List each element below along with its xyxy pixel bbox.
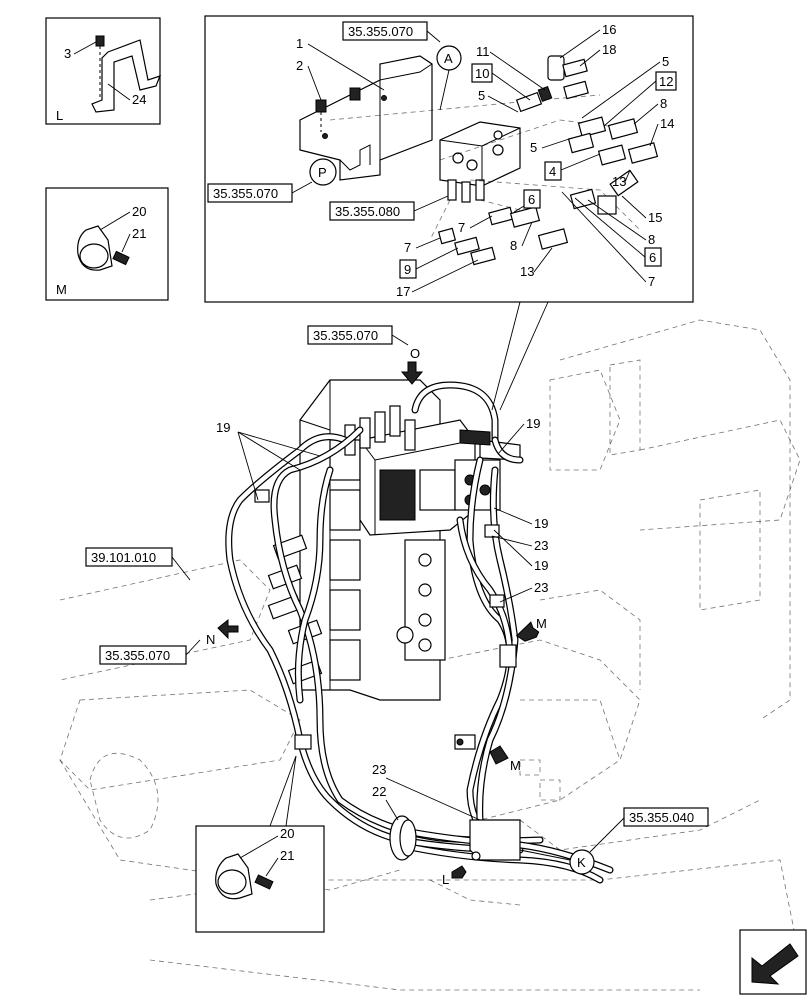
bolt-21-lower-icon (254, 874, 274, 890)
detail-box-manifold: 35.355.070 A 35.355.070 P 35.355.080 1 2… (204, 15, 694, 303)
num-12: 12 (659, 74, 673, 89)
bracket-24-icon (91, 39, 162, 113)
num-23a: 23 (534, 538, 548, 553)
ref-o-label: 35.355.070 (313, 328, 378, 343)
num-5b: 5 (662, 54, 669, 69)
num-19b: 19 (526, 416, 540, 431)
ref-080-label: 35.355.080 (335, 204, 400, 219)
view-p-letter: P (318, 165, 327, 180)
view-k-marker (569, 849, 595, 875)
num-5a: 5 (478, 88, 485, 103)
num-13a: 13 (612, 174, 626, 189)
num-17: 17 (396, 284, 410, 299)
num-19d: 19 (534, 558, 548, 573)
orientation-arrow-icon (739, 929, 807, 995)
num-23c: 23 (372, 762, 386, 777)
num-6a: 6 (528, 192, 535, 207)
num-16: 16 (602, 22, 616, 37)
view-l-arrow (451, 865, 467, 879)
num-19a: 19 (216, 420, 230, 435)
detail-leader-2 (499, 301, 549, 411)
inset-l-num-24: 24 (132, 92, 146, 107)
num-6a-box (523, 189, 541, 209)
view-m2-letter: M (510, 758, 521, 773)
view-p-marker (309, 158, 337, 186)
num-20-lower: 20 (280, 826, 294, 841)
num-4-box (544, 161, 562, 181)
inset-l: 3 24 L (45, 17, 162, 125)
num-9: 9 (404, 262, 411, 277)
view-m2-arrow (489, 745, 509, 765)
num-8a: 8 (660, 96, 667, 111)
num-7c: 7 (648, 274, 655, 289)
num-2: 2 (296, 58, 303, 73)
fittings-bottom (437, 206, 569, 266)
num-23b: 23 (534, 580, 548, 595)
num-7b: 7 (404, 240, 411, 255)
num-22: 22 (372, 784, 386, 799)
num-8c: 8 (510, 238, 517, 253)
inset-m-num-20: 20 (132, 204, 146, 219)
view-n-letter: N (206, 632, 215, 647)
num-8b: 8 (648, 232, 655, 247)
ref-box-k (623, 807, 709, 827)
ref-n-label: 35.355.070 (105, 648, 170, 663)
num-11: 11 (476, 44, 490, 59)
bracket-23 (469, 819, 521, 861)
clamp-left-low (294, 734, 312, 750)
num-19c: 19 (534, 516, 548, 531)
main-labels: 35.355.070 O 39.101.010 35.355.070 N 35.… (85, 325, 709, 887)
ref-a-label: 35.355.070 (348, 24, 413, 39)
num-6b: 6 (649, 250, 656, 265)
ref-k-label: 35.355.040 (629, 810, 694, 825)
view-n-arrow (217, 618, 239, 640)
inset-m-num-21: 21 (132, 226, 146, 241)
view-o-arrow (400, 361, 424, 385)
view-m1-arrow (515, 621, 540, 642)
inset-m-letter: M (56, 282, 67, 297)
num-5c: 5 (530, 140, 537, 155)
num-13b: 13 (520, 264, 534, 279)
num-21-lower: 21 (280, 848, 294, 863)
inset-l-letter: L (56, 108, 63, 123)
view-a-letter: A (444, 51, 453, 66)
num-7a: 7 (458, 220, 465, 235)
view-m1-letter: M (536, 616, 547, 631)
view-k-letter: K (577, 855, 586, 870)
bolt-2 (315, 99, 327, 113)
inset-l-num-3: 3 (64, 46, 71, 61)
bolt-21-icon (112, 250, 130, 266)
num-10: 10 (475, 66, 489, 81)
view-l-letter: L (442, 872, 449, 887)
mounting-bracket-1 (299, 55, 433, 181)
num-4: 4 (549, 164, 556, 179)
inset-lower: 20 21 (195, 825, 325, 933)
num-14: 14 (660, 116, 674, 131)
num-18: 18 (602, 42, 616, 57)
ref-p-label: 35.355.070 (213, 186, 278, 201)
inset-m: 20 21 M (45, 187, 169, 301)
pilot-manifold-block (344, 405, 476, 536)
num-15: 15 (648, 210, 662, 225)
num-1: 1 (296, 36, 303, 51)
right-fittings (454, 429, 521, 511)
detail-leader-1 (491, 301, 521, 411)
bolt-3-icon (95, 35, 105, 47)
control-valve-assembly (267, 379, 521, 701)
hose-clamps (254, 489, 521, 861)
view-o-letter: O (410, 346, 420, 361)
ref-39-label: 39.101.010 (91, 550, 156, 565)
clamp-left-high (254, 489, 270, 503)
